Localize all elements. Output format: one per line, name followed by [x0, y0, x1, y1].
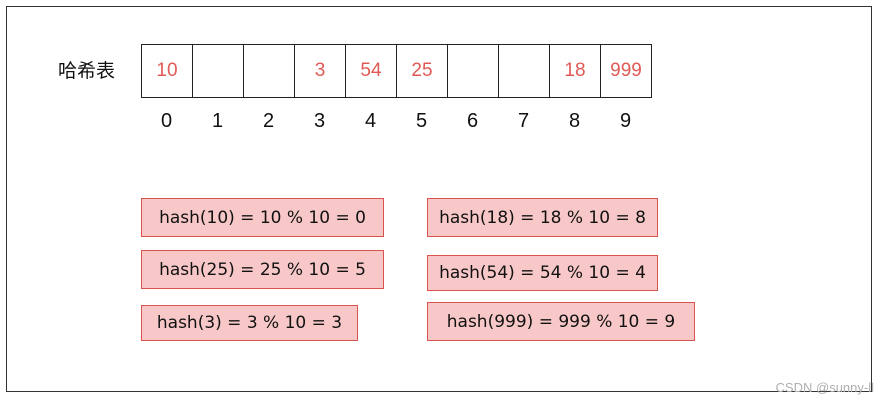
hash-table-title: 哈希表 [58, 60, 116, 82]
index-label: 0 [160, 110, 173, 132]
hash-formula-box: hash(999) = 999 % 10 = 9 [427, 302, 695, 341]
table-cell-7 [499, 45, 550, 97]
index-label: 3 [313, 110, 326, 132]
table-cell-0: 10 [142, 45, 193, 97]
table-cell-3: 3 [295, 45, 346, 97]
index-label: 8 [568, 110, 581, 132]
index-label: 1 [211, 110, 224, 132]
table-cell-9: 999 [601, 45, 652, 97]
table-cell-6 [448, 45, 499, 97]
hash-formula-box: hash(10) = 10 % 10 = 0 [141, 198, 384, 237]
hash-formula-box: hash(18) = 18 % 10 = 8 [427, 198, 658, 237]
table-cell-8: 18 [550, 45, 601, 97]
index-label: 4 [364, 110, 377, 132]
index-label: 5 [415, 110, 428, 132]
index-label: 7 [517, 110, 530, 132]
index-label: 9 [619, 110, 632, 132]
hash-formula-box: hash(25) = 25 % 10 = 5 [141, 250, 384, 289]
index-label: 2 [262, 110, 275, 132]
table-cell-1 [193, 45, 244, 97]
table-cell-4: 54 [346, 45, 397, 97]
watermark: CSDN @sunny-ll [775, 380, 874, 395]
index-row: 0 1 2 3 4 5 6 7 8 9 [141, 110, 651, 133]
hash-formula-box: hash(54) = 54 % 10 = 4 [427, 255, 658, 291]
hash-table-array: 10 3 54 25 18 999 [141, 44, 652, 98]
hash-formula-box: hash(3) = 3 % 10 = 3 [141, 305, 358, 341]
diagram-frame [6, 6, 872, 392]
table-cell-2 [244, 45, 295, 97]
index-label: 6 [466, 110, 479, 132]
table-cell-5: 25 [397, 45, 448, 97]
